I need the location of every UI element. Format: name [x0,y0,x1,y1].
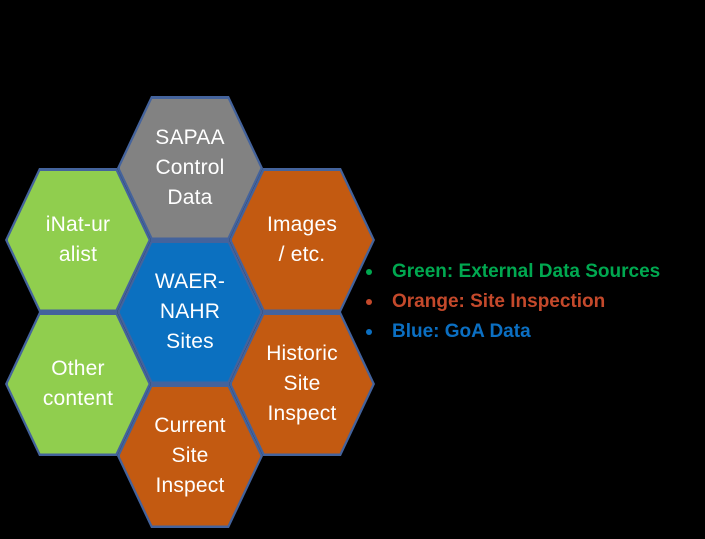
hexagon-fill [231,170,373,310]
hexagon-fill [119,386,261,526]
hexagon-fill [119,242,261,382]
legend-item-blue: Blue: GoA Data [366,317,660,347]
hexagon-other-content: Other content [5,312,151,456]
hexagon-label: Historic Site Inspect [266,342,338,425]
hexagon-images-etc: Images / etc. [229,168,375,312]
hexagon-fill [119,98,261,238]
hexagon-sapaa-control-data: SAPAA Control Data [117,96,263,240]
hexagon-label: Other content [42,357,114,410]
hexagon-historic-site-inspect: Historic Site Inspect [229,312,375,456]
hexagon-label: iNat-ur alist [45,213,111,266]
hexagon-waer-nahr-sites: WAER- NAHR Sites [117,240,263,384]
hexagon-label: SAPAA Control Data [155,126,225,209]
bullet-icon [366,299,372,305]
legend-item-label: Orange: Site Inspection [392,291,606,312]
hexagon-inaturalist: iNat-ur alist [5,168,151,312]
hexagon-label: Current Site Inspect [154,414,226,497]
bullet-icon [366,269,372,275]
bullet-icon [366,329,372,335]
legend-item-orange: Orange: Site Inspection [366,287,660,317]
legend: Green: External Data Sources Orange: Sit… [366,257,660,347]
hexagon-fill [231,314,373,454]
legend-item-label: Blue: GoA Data [392,321,531,342]
legend-item-green: Green: External Data Sources [366,257,660,287]
legend-item-label: Green: External Data Sources [392,261,661,282]
hexagon-current-site-inspect: Current Site Inspect [117,384,263,528]
hexagon-fill [7,314,149,454]
hexagon-label: Images / etc. [266,213,338,266]
hexagon-fill [7,170,149,310]
hexagon-label: WAER- NAHR Sites [154,270,226,353]
